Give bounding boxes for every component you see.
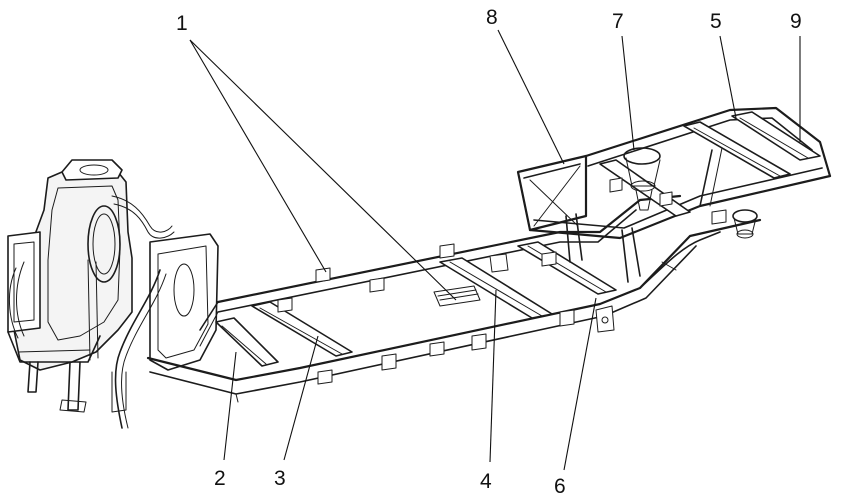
callout-6: 6 — [554, 475, 566, 498]
callout-4: 4 — [480, 470, 492, 493]
callout-8: 8 — [486, 6, 498, 29]
leader-lines — [189, 29, 801, 471]
leader-1a — [189, 39, 327, 273]
leader-4 — [489, 289, 497, 463]
callout-labels: 1 2 3 4 5 6 7 8 9 — [176, 6, 802, 498]
callout-7: 7 — [612, 10, 624, 33]
leader-1b — [189, 39, 457, 301]
chassis-side-rails — [146, 194, 762, 403]
callout-1: 1 — [176, 12, 188, 35]
mounting-brackets — [277, 243, 615, 385]
front-bulkhead-assembly — [7, 159, 219, 429]
callout-9: 9 — [790, 10, 802, 33]
leader-5 — [719, 35, 737, 119]
leader-3 — [283, 335, 319, 461]
callout-2: 2 — [214, 467, 226, 490]
callout-3: 3 — [274, 467, 286, 490]
callout-5: 5 — [710, 10, 722, 33]
leader-6 — [563, 297, 597, 471]
leader-8 — [497, 29, 565, 165]
rear-frame-structure — [516, 106, 832, 289]
leader-7 — [621, 35, 635, 151]
leader-2 — [223, 351, 237, 461]
